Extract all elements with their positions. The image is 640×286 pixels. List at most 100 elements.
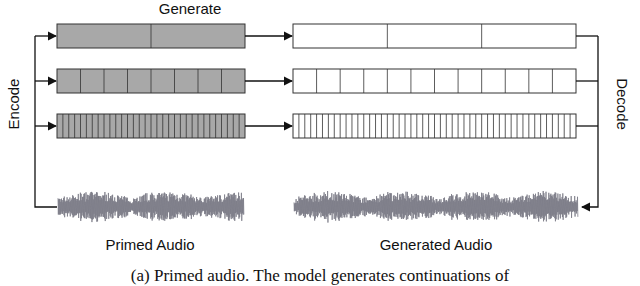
token-divider	[351, 114, 352, 138]
token-divider	[310, 114, 311, 138]
token-divider	[316, 114, 317, 138]
encode-arrow	[35, 80, 56, 81]
token-divider	[186, 114, 187, 138]
token-divider	[151, 114, 152, 138]
token-divider	[68, 114, 69, 138]
generated-waveform	[294, 191, 578, 223]
token-divider	[511, 114, 512, 138]
decode-line	[576, 35, 598, 36]
audio-label: Generated Audio	[380, 237, 493, 254]
token-divider	[440, 114, 441, 138]
token-divider	[115, 114, 116, 138]
token-divider	[458, 69, 459, 93]
token-divider	[410, 69, 411, 93]
generated-token-bar	[293, 24, 576, 48]
primed-waveform	[58, 192, 244, 222]
token-divider	[540, 114, 541, 138]
token-divider	[80, 114, 81, 138]
token-divider	[493, 114, 494, 138]
token-divider	[109, 114, 110, 138]
token-divider	[552, 114, 553, 138]
primed-token-bar	[57, 24, 245, 48]
token-divider	[534, 114, 535, 138]
token-divider	[239, 114, 240, 138]
token-divider	[203, 114, 204, 138]
token-divider	[570, 114, 571, 138]
token-divider	[316, 69, 317, 93]
token-divider	[517, 114, 518, 138]
token-divider	[74, 114, 75, 138]
generate-arrow	[245, 125, 292, 126]
token-divider	[552, 69, 553, 93]
token-divider	[381, 114, 382, 138]
decode-line	[582, 36, 598, 207]
token-divider	[528, 114, 529, 138]
token-divider	[458, 114, 459, 138]
token-divider	[452, 114, 453, 138]
token-divider	[357, 114, 358, 138]
token-divider	[174, 69, 175, 93]
encode-arrow	[35, 125, 56, 126]
token-divider	[334, 114, 335, 138]
decode-label: Decode	[614, 78, 631, 130]
token-divider	[393, 114, 394, 138]
token-divider	[151, 24, 152, 48]
token-divider	[410, 114, 411, 138]
token-divider	[399, 114, 400, 138]
token-divider	[304, 114, 305, 138]
token-divider	[546, 114, 547, 138]
token-divider	[481, 69, 482, 93]
token-divider	[227, 114, 228, 138]
token-divider	[416, 114, 417, 138]
token-row	[57, 24, 576, 48]
primed-waveform-trace	[58, 192, 244, 222]
token-divider	[422, 114, 423, 138]
token-divider	[387, 114, 388, 138]
generated-token-bar	[293, 114, 576, 138]
token-divider	[564, 114, 565, 138]
token-divider	[505, 114, 506, 138]
token-divider	[133, 114, 134, 138]
encode-label: Encode	[6, 79, 23, 130]
token-divider	[198, 114, 199, 138]
token-row	[57, 69, 576, 93]
generate-arrow	[245, 35, 292, 36]
token-divider	[363, 69, 364, 93]
token-divider	[298, 114, 299, 138]
token-divider	[522, 114, 523, 138]
primed-token-bar	[57, 114, 245, 138]
token-divider	[151, 69, 152, 93]
token-divider	[499, 114, 500, 138]
token-divider	[209, 114, 210, 138]
token-divider	[98, 114, 99, 138]
token-divider	[80, 69, 81, 93]
token-divider	[145, 114, 146, 138]
token-divider	[180, 114, 181, 138]
token-divider	[387, 24, 388, 48]
token-divider	[86, 114, 87, 138]
token-divider	[428, 114, 429, 138]
token-divider	[505, 69, 506, 93]
token-divider	[434, 114, 435, 138]
token-divider	[233, 114, 234, 138]
token-divider	[162, 114, 163, 138]
token-divider	[375, 114, 376, 138]
token-divider	[127, 69, 128, 93]
token-divider	[405, 114, 406, 138]
token-divider	[168, 114, 169, 138]
token-divider	[340, 114, 341, 138]
token-divider	[192, 114, 193, 138]
token-divider	[487, 114, 488, 138]
token-divider	[174, 114, 175, 138]
token-divider	[387, 69, 388, 93]
token-divider	[215, 114, 216, 138]
token-divider	[221, 69, 222, 93]
token-divider	[322, 114, 323, 138]
token-divider	[139, 114, 140, 138]
token-divider	[62, 114, 63, 138]
generated-token-bar	[293, 69, 576, 93]
token-divider	[92, 114, 93, 138]
decode-line	[576, 80, 598, 81]
decode-line	[576, 125, 598, 126]
